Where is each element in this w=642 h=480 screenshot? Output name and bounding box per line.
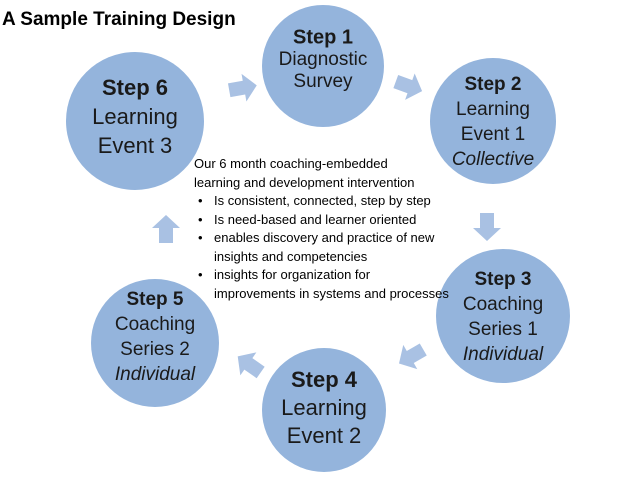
bullet-icon: •: [198, 193, 203, 208]
arrow-step2-to-step3: [473, 213, 501, 241]
step-circle: [430, 58, 556, 184]
step-circle: [262, 5, 384, 127]
step-label-line: Learning: [281, 395, 367, 420]
bullet-text: Is need-based and learner oriented: [214, 211, 417, 227]
step-heading: Step 3: [474, 269, 531, 290]
step-mode-label: Individual: [463, 344, 544, 365]
bullet-text: enables discovery and practice of new in…: [214, 230, 435, 264]
page-title: A Sample Training Design: [2, 9, 236, 30]
step-label-line: Series 2: [120, 339, 190, 360]
bullet-icon: •: [198, 211, 203, 227]
step-label-line: Learning: [92, 104, 178, 129]
step-heading: Step 1: [293, 26, 353, 48]
bullet-item: • Is need-based and learner oriented: [194, 211, 454, 230]
step-mode-label: Individual: [115, 364, 196, 385]
step-label-line: Coaching: [115, 314, 195, 335]
center-description: Our 6 month coaching-embedded learning a…: [194, 155, 454, 303]
step-heading: Step 2: [464, 74, 521, 95]
intro-line: learning and development intervention: [194, 174, 415, 190]
arrow-step6-to-step1: [227, 73, 257, 102]
center-intro: Our 6 month coaching-embedded learning a…: [194, 155, 454, 192]
step-heading: Step 5: [126, 289, 183, 310]
arrow-step1-to-step2: [393, 73, 423, 100]
bullet-item: • enables discovery and practice of new …: [194, 229, 454, 266]
bullet-text: insights for organization for improvemen…: [214, 267, 449, 301]
bullet-item: • Is consistent, connected, step by step: [194, 192, 454, 211]
step-circle: [262, 348, 386, 472]
step-label-line: Learning: [456, 99, 530, 120]
step-mode-label: Collective: [452, 149, 534, 170]
bullet-item: • insights for organization for improvem…: [194, 266, 454, 303]
step-label-line: Survey: [293, 71, 353, 92]
step-label-line: Series 1: [468, 319, 538, 340]
step-label-line: Event 2: [287, 423, 362, 448]
bullet-text: Is consistent, connected, step by step: [214, 193, 431, 208]
intro-line: Our 6 month coaching-embedded: [194, 156, 388, 171]
step-label-line: Coaching: [463, 294, 543, 315]
step-label-line: Event 1: [461, 124, 525, 145]
step-circle: [66, 52, 204, 190]
step-circle: [91, 279, 219, 407]
arrow-step5-to-step6: [152, 215, 180, 243]
step-label-line: Diagnostic: [279, 49, 368, 70]
step-label-line: Event 3: [98, 133, 173, 158]
arrow-step3-to-step4: [399, 343, 427, 370]
bullet-list: • Is consistent, connected, step by step…: [194, 192, 454, 303]
bullet-icon: •: [198, 230, 203, 245]
step-heading: Step 6: [102, 75, 168, 100]
step-circle: [436, 249, 570, 383]
bullet-icon: •: [198, 267, 203, 282]
arrow-step4-to-step5: [237, 352, 265, 379]
step-heading: Step 4: [291, 367, 358, 392]
